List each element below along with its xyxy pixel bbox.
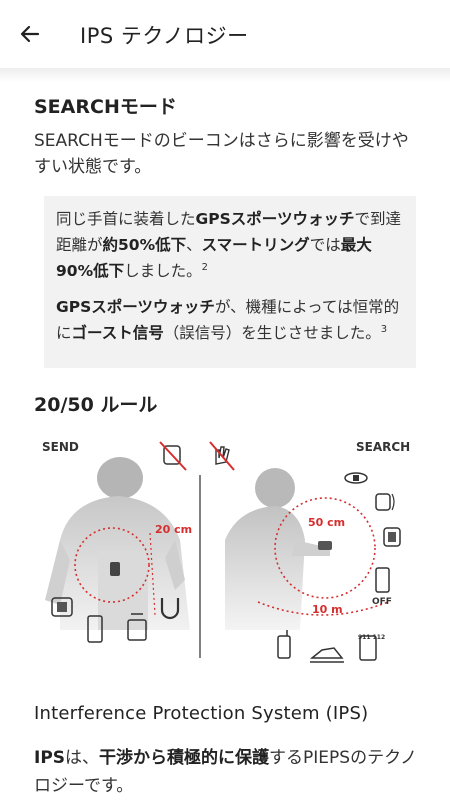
search-skier-illustration bbox=[225, 468, 330, 630]
app-bar-shadow bbox=[0, 68, 450, 82]
body-text: が、機種によっては恒常的に bbox=[56, 298, 400, 342]
phone-off-label: OFF bbox=[372, 597, 392, 607]
search-mode-heading: SEARCHモード bbox=[34, 96, 177, 118]
search-beacon-icon bbox=[318, 541, 332, 550]
drinks-can-icon bbox=[127, 613, 147, 641]
emphasis-text: GPSスポーツウォッチ bbox=[56, 298, 215, 316]
send-distance-label: 20 cm bbox=[155, 523, 192, 536]
emphasis-text: スマートリング bbox=[201, 236, 310, 254]
app-bar: IPS テクノロジー bbox=[0, 0, 450, 68]
rule-heading: 20/50 ルール bbox=[34, 394, 158, 416]
send-skier-illustration bbox=[45, 457, 190, 630]
no-jacket-icon bbox=[159, 441, 187, 471]
search-camera-icon bbox=[383, 527, 401, 547]
body-text: では bbox=[309, 236, 341, 254]
emergency-phone-icon bbox=[359, 635, 377, 661]
footnote-ref: 2 bbox=[201, 261, 208, 273]
radio-icon bbox=[277, 630, 291, 659]
magnet-icon bbox=[160, 598, 180, 620]
ips-body: IPSは、干渉から積極的に保護するPIEPSのテクノロジーです。 bbox=[34, 744, 424, 800]
action-camera-icon bbox=[51, 597, 73, 617]
far-distance-label: 10 m bbox=[312, 603, 343, 616]
body-text: は、 bbox=[65, 748, 100, 768]
body-text: で到達距離が bbox=[56, 210, 401, 254]
emphasis-text: ゴースト信号 bbox=[71, 324, 164, 342]
watch-icon bbox=[375, 493, 395, 511]
emphasis-text: IPS bbox=[34, 748, 66, 768]
beacon-device-icon bbox=[110, 562, 120, 576]
footnote-ref: 3 bbox=[380, 323, 388, 335]
phone-off-icon bbox=[375, 567, 390, 593]
body-text: するPIEPSのテクノロジーです。 bbox=[34, 748, 418, 796]
send-label: SEND bbox=[42, 440, 79, 454]
emphasis-text: 最大90%低下 bbox=[56, 236, 372, 280]
body-text: しました。 bbox=[124, 262, 202, 280]
search-distance-label: 50 cm bbox=[308, 516, 345, 529]
send-range-circle bbox=[74, 527, 150, 603]
ips-heading: Interference Protection System (IPS) bbox=[34, 703, 369, 724]
no-hand-icon bbox=[209, 441, 235, 471]
back-arrow-icon[interactable] bbox=[18, 22, 42, 46]
body-text: 同じ手首に装着した bbox=[56, 210, 196, 228]
interference-callout: 同じ手首に装着したGPSスポーツウォッチで到達距離が約50%低下、スマートリング… bbox=[44, 196, 416, 368]
search-range-circle bbox=[274, 497, 376, 599]
snowmobile-icon bbox=[309, 647, 344, 663]
rule-illustration: 20 cm 50 cm 10 m bbox=[45, 441, 401, 663]
callout-paragraph-2: GPSスポーツウォッチが、機種によっては恒常的にゴースト信号（誤信号）を生じさせ… bbox=[56, 294, 404, 346]
search-label: SEARCH bbox=[356, 440, 411, 454]
headlamp-icon bbox=[344, 472, 368, 484]
send-distance-line bbox=[149, 532, 156, 616]
far-range-arc bbox=[257, 601, 389, 616]
smartphone-icon bbox=[87, 615, 103, 643]
page-title: IPS テクノロジー bbox=[80, 24, 249, 48]
body-text: 、 bbox=[186, 236, 202, 254]
search-mode-intro: SEARCHモードのビーコンはさらに影響を受けやすい状態です。 bbox=[34, 131, 409, 177]
emphasis-text: GPSスポーツウォッチ bbox=[195, 210, 355, 228]
emergency-numbers-label: 911 112 bbox=[358, 634, 385, 641]
body-text: （誤信号）を生じさせました。 bbox=[163, 324, 381, 342]
emphasis-text: 約50%低下 bbox=[102, 236, 187, 254]
callout-paragraph-1: 同じ手首に装着したGPSスポーツウォッチで到達距離が約50%低下、スマートリング… bbox=[56, 206, 404, 284]
emphasis-text: 干渉から積極的に保護 bbox=[99, 748, 270, 768]
